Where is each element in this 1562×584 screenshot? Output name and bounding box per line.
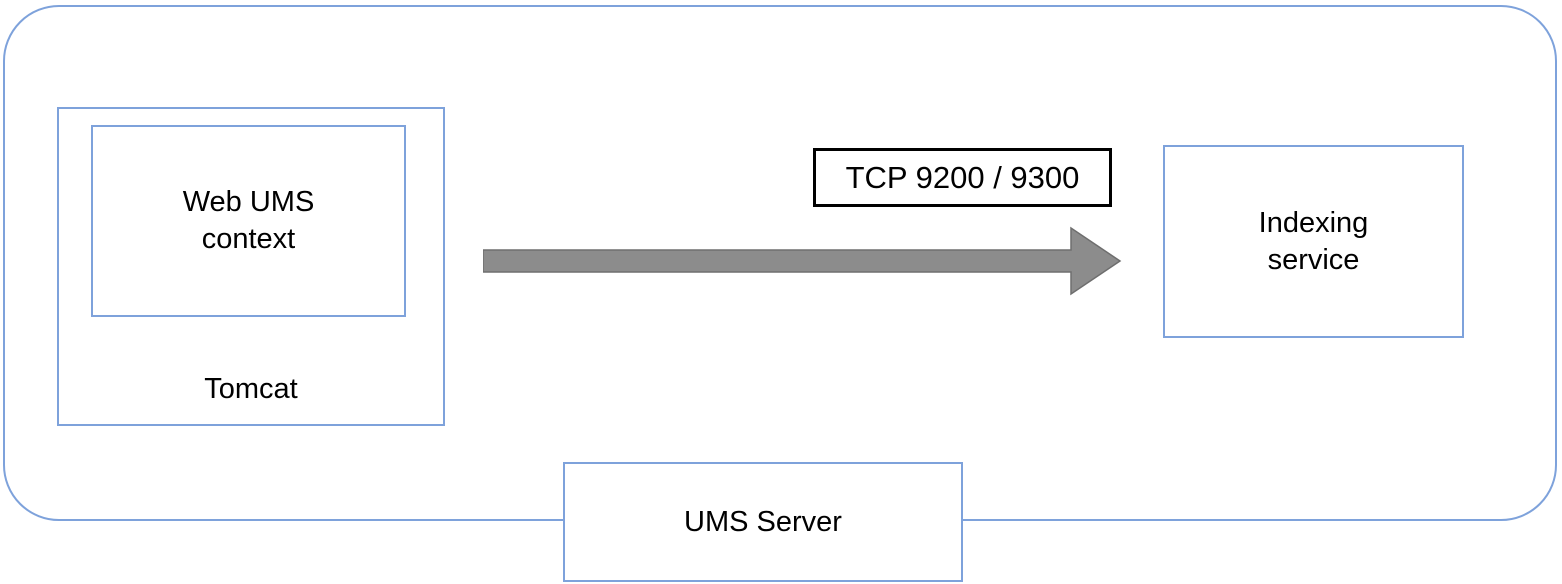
tcp-port-label-box: TCP 9200 / 9300 (813, 148, 1112, 207)
arrow-shape (483, 226, 1122, 296)
web-ums-context-label: Web UMS context (182, 186, 315, 255)
ums-server-label: UMS Server (684, 505, 842, 538)
connection-arrow (483, 226, 1122, 296)
ums-server-box: UMS Server (563, 462, 963, 582)
indexing-service-label: Indexing service (1258, 206, 1369, 276)
indexing-service-box: Indexing service (1163, 145, 1464, 338)
tcp-port-label: TCP 9200 / 9300 (845, 160, 1080, 195)
web-ums-context-box: Web UMS context (91, 125, 406, 317)
tomcat-label: Tomcat (204, 373, 298, 405)
